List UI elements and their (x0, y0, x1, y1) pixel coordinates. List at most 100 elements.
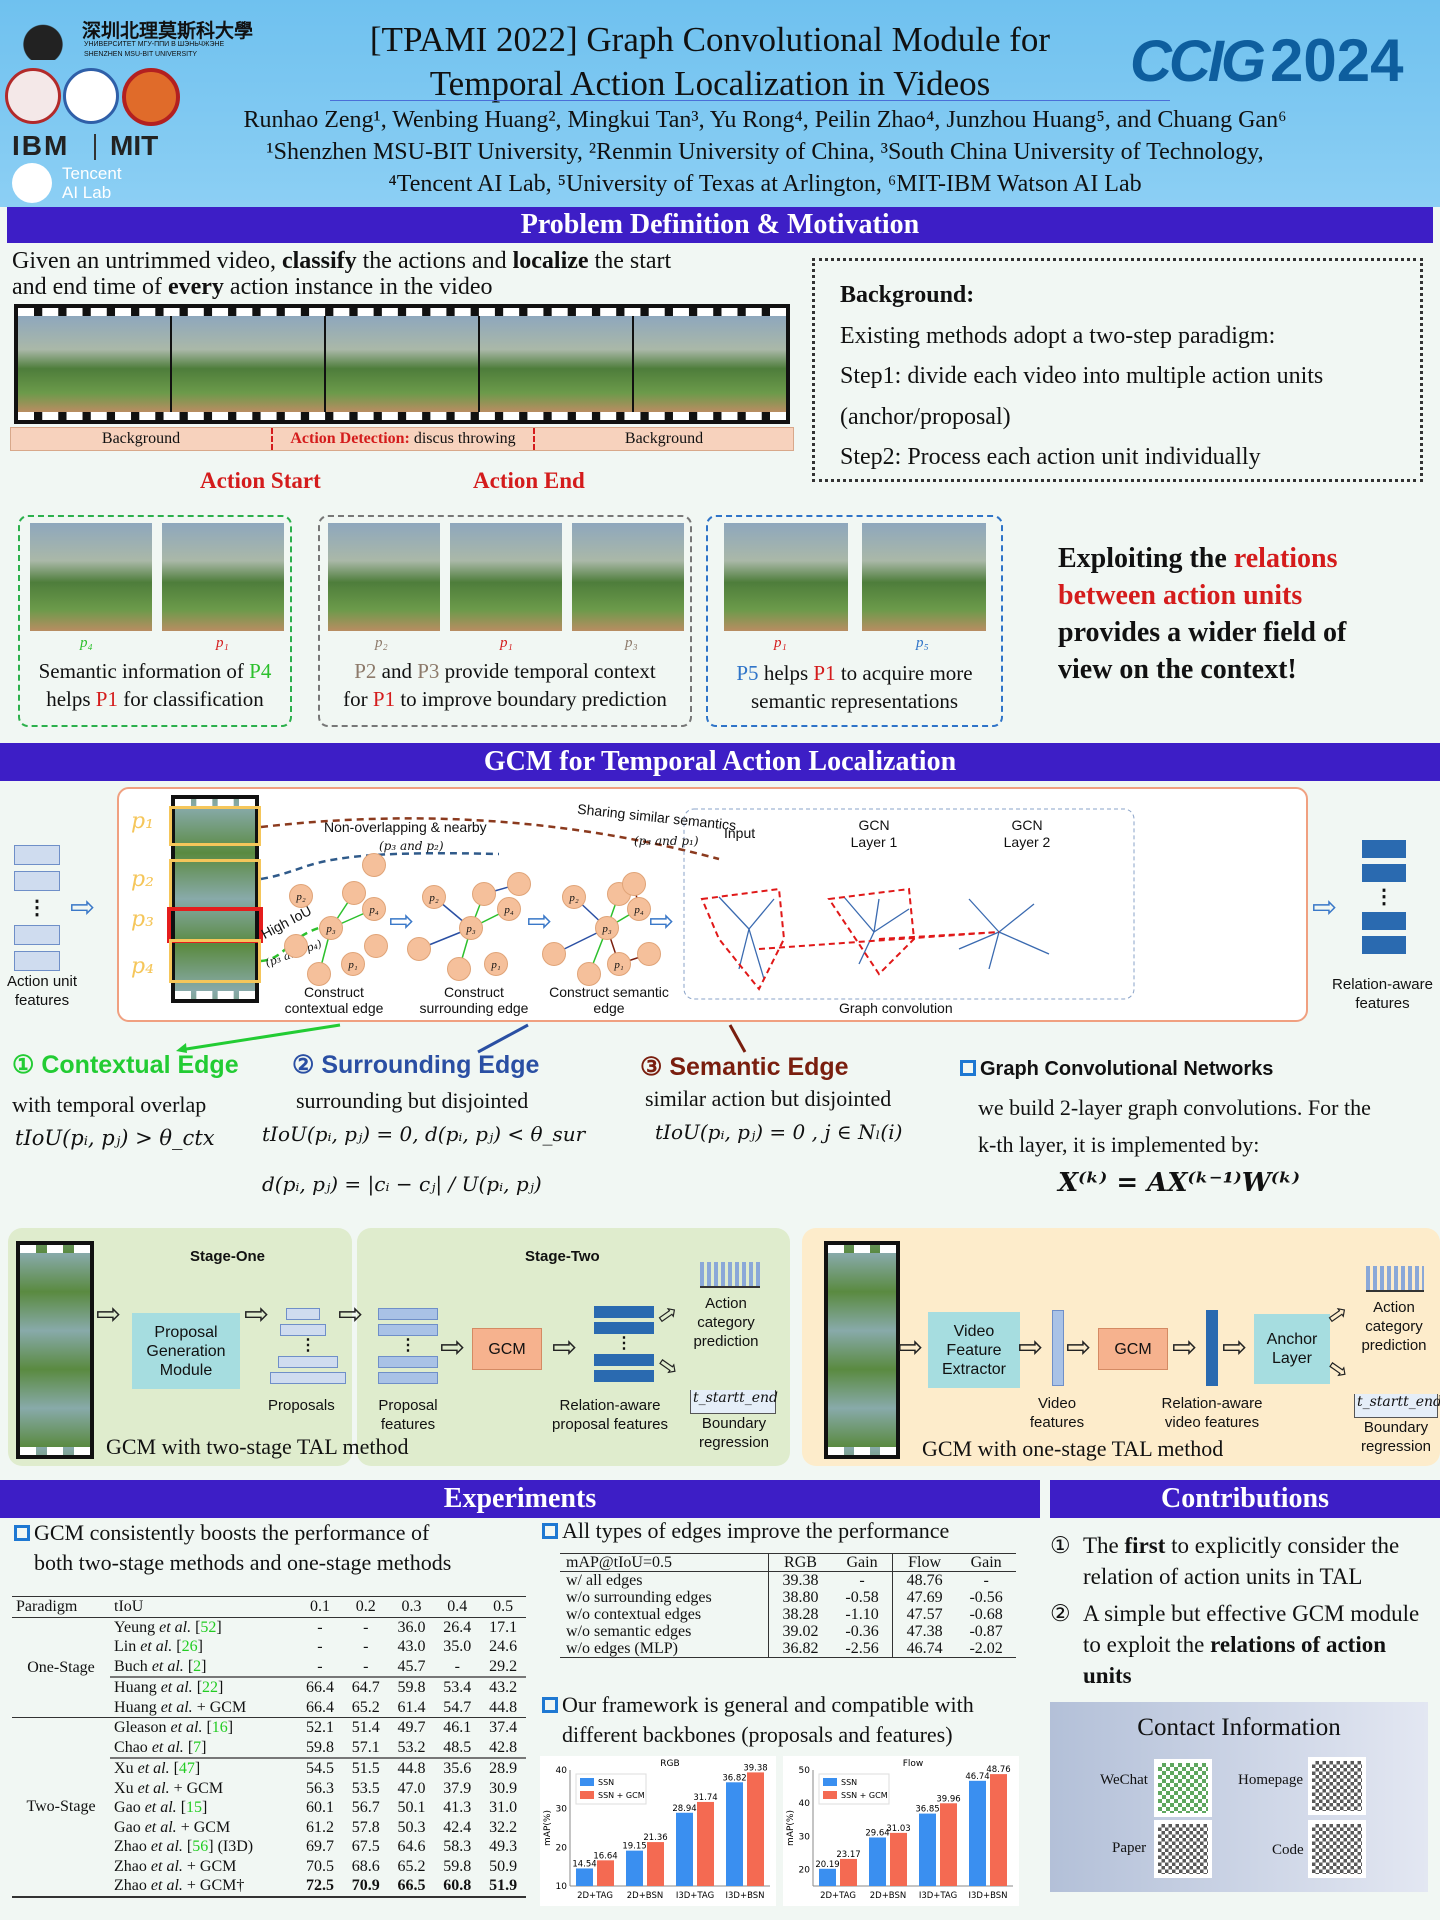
paradigm-cell: One-Stage (27, 1658, 95, 1676)
legend-label: SSN (598, 1778, 614, 1787)
semantic-edge-title: ③ Semantic Edge (640, 1053, 849, 1081)
gcn-layer1-label: GCN Layer 1 (850, 817, 898, 850)
et-al: et al. (160, 1698, 193, 1716)
method-suffix: + GCM† (186, 1877, 245, 1894)
citation-link[interactable]: 56 (192, 1838, 209, 1855)
text: to explicitly consider the relation of a… (1083, 1533, 1400, 1589)
value-cell: 58.3 (443, 1838, 472, 1855)
graph-node (342, 881, 366, 905)
legend-label: SSN (841, 1778, 857, 1787)
bar-ssn (819, 1868, 836, 1886)
value-cell: - (317, 1638, 323, 1655)
method-cell: Chao et al. [7] (114, 1738, 207, 1756)
t-end-label: t_end (1403, 1394, 1440, 1410)
checkbox-square-icon (542, 1697, 558, 1713)
wechat-label: WeChat (1100, 1772, 1148, 1788)
method-cell: Xu et al. + GCM (110, 1779, 297, 1799)
affiliations-2: ⁴Tencent AI Lab, ⁵University of Texas at… (388, 171, 1142, 197)
video-frame (18, 316, 170, 412)
claim-boosts: GCM consistently boosts the performance … (14, 1518, 451, 1578)
label-p3: p₃ (625, 635, 638, 651)
graph-node (447, 957, 471, 981)
data-label: 16.64 (593, 1851, 617, 1861)
value-cell: 45.7 (397, 1657, 426, 1675)
value-cell: 54.7 (443, 1698, 472, 1716)
output-features-icon: ⋮ (1362, 840, 1406, 954)
et-al: et al. (137, 1760, 170, 1777)
bar-ssn (869, 1837, 886, 1886)
value-cell: 56.3 (305, 1779, 334, 1797)
citation-link[interactable]: 7 (193, 1738, 202, 1756)
arrow-right-icon: ⇨ (338, 1298, 364, 1331)
bar-ssn-gcm (747, 1772, 764, 1886)
value-cell: 50.1 (397, 1799, 426, 1816)
x-tick-label: I3D+BSN (725, 1891, 764, 1901)
boundary-regression-label: Boundary regression (698, 1415, 770, 1451)
citation-link[interactable]: 26 (181, 1638, 198, 1655)
value-cell: 49.3 (489, 1838, 518, 1855)
code-qr-code[interactable] (1308, 1820, 1366, 1878)
arrow-right-icon: ⇨ (1312, 891, 1338, 924)
non-overlap-pair-label: (p₃ and p₂) (379, 839, 444, 853)
proposal-filmstrip (171, 795, 259, 1003)
value-cell: 42.4 (443, 1818, 472, 1836)
value-cell: 65.2 (397, 1857, 426, 1875)
bar-ssn (626, 1850, 643, 1886)
action-detection-label: Action Detection: (290, 430, 410, 447)
et-al: et al. (144, 1799, 177, 1816)
text-relations: between action units (1058, 580, 1303, 611)
graph-node-p2: p₂ (422, 885, 446, 909)
value-cell: 44.8 (489, 1698, 518, 1716)
frame-p5 (862, 523, 986, 631)
method-cell: Huang et al. [22] (110, 1676, 298, 1698)
value-cell: 42.8 (489, 1738, 518, 1756)
claim-text: GCM consistently boosts the performance … (34, 1520, 430, 1545)
y-tick-label: 20 (556, 1843, 568, 1853)
author: Buch (114, 1657, 148, 1675)
value-cell: 30.9 (489, 1779, 518, 1797)
citation-link[interactable]: 2 (193, 1657, 202, 1675)
homepage-qr-code[interactable] (1308, 1757, 1366, 1815)
paper-qr-code[interactable] (1154, 1820, 1212, 1878)
relation-aware-features-label: Relation-aware features (1332, 976, 1433, 1012)
data-label: 36.85 (915, 1805, 939, 1815)
background-line: Existing methods adopt a two-step paradi… (840, 322, 1276, 349)
citation-link[interactable]: 52 (200, 1618, 217, 1636)
graph-node (364, 934, 388, 958)
frame-p3 (572, 523, 684, 631)
table-row: Buch et al. [2] --45.7-29.2 (12, 1657, 526, 1678)
citation-link[interactable]: 15 (186, 1799, 203, 1816)
text-bold: classify (281, 248, 357, 274)
y-tick-label: 30 (556, 1805, 568, 1815)
arrow-right-icon: ⇨ (1172, 1331, 1198, 1364)
value-cell: 31.0 (489, 1799, 518, 1816)
graph-node (542, 942, 566, 966)
method-suffix: + GCM (196, 1698, 247, 1716)
label-p1: p₁ (774, 635, 787, 651)
citation-link[interactable]: 47 (178, 1760, 195, 1777)
homepage-label: Homepage (1238, 1772, 1303, 1788)
citation-link[interactable]: 22 (202, 1679, 219, 1696)
value-cell: 59.8 (305, 1738, 334, 1756)
frame-p4 (30, 523, 152, 631)
logo-text-ru: УНИВЕРСИТЕТ МГУ-ППИ В ШЭНЬЧЖЭНЕ (84, 41, 225, 48)
video-features-label: Video features (1029, 1395, 1085, 1431)
author: Xu (114, 1779, 134, 1797)
value-cell: 69.7 (305, 1838, 334, 1855)
value-cell: - (363, 1657, 369, 1675)
action-name: discus throwing (409, 430, 516, 447)
text: provide temporal context (439, 659, 656, 683)
wechat-qr-code[interactable] (1154, 1759, 1212, 1817)
gcn-title: Graph Convolutional Networks (980, 1058, 1274, 1080)
citation-link[interactable]: 16 (211, 1719, 228, 1736)
proposals-label: Proposals (268, 1397, 335, 1414)
column-header: Gain (970, 1554, 1002, 1571)
video-frame (480, 316, 632, 412)
gcn-text: we build 2-layer graph convolutions. For… (978, 1095, 1371, 1120)
data-label: 29.64 (865, 1828, 889, 1838)
text: for (343, 687, 373, 711)
